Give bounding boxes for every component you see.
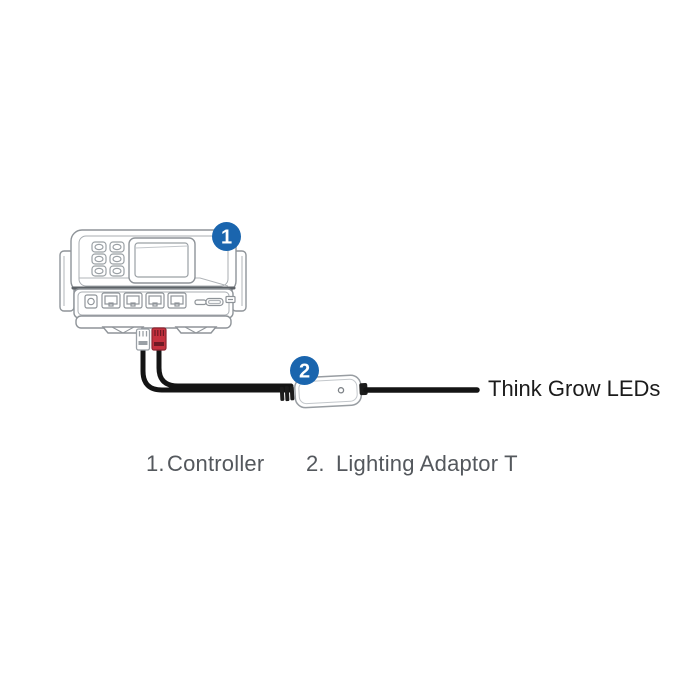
adaptor-body-inner bbox=[298, 378, 358, 405]
cable-white-line bbox=[140, 346, 294, 393]
badge-1-circle bbox=[212, 222, 241, 251]
badge-1-number: 1 bbox=[221, 227, 232, 249]
rj-port-2 bbox=[123, 292, 143, 309]
controller-ports bbox=[84, 292, 236, 309]
badge-2: 2 bbox=[290, 356, 319, 385]
usb-slot bbox=[194, 299, 207, 306]
controller-keypad bbox=[91, 241, 125, 277]
rj-port-1 bbox=[101, 292, 121, 309]
legend-2-label: Lighting Adaptor T bbox=[336, 451, 518, 476]
badge-2-number: 2 bbox=[299, 361, 310, 383]
cable-endpoint-label: Think Grow LEDs bbox=[488, 376, 660, 401]
white-rj-connector bbox=[135, 328, 151, 351]
adaptor-indicator-hole bbox=[337, 387, 345, 394]
controller-face-panel bbox=[78, 235, 229, 287]
mount-tab-right bbox=[174, 326, 218, 334]
controller-base bbox=[75, 315, 232, 334]
card-slot bbox=[205, 297, 224, 307]
badge-1: 1 bbox=[212, 222, 241, 251]
rj-port-4 bbox=[167, 292, 187, 309]
legend-1-label: Controller bbox=[167, 451, 264, 476]
legend-2-number: 2. bbox=[306, 451, 325, 476]
lighting-adaptor-illustration bbox=[279, 374, 368, 409]
controller-screen bbox=[128, 237, 196, 284]
badge-2-circle bbox=[290, 356, 319, 385]
controller-cables bbox=[135, 327, 294, 393]
rj-port-3 bbox=[145, 292, 165, 309]
legend: 1. Controller 2. Lighting Adaptor T bbox=[146, 451, 518, 476]
legend-item-lighting-adaptor: 2. Lighting Adaptor T bbox=[306, 451, 518, 476]
adaptor-strain-relief bbox=[279, 386, 295, 402]
red-rj-connector bbox=[151, 327, 167, 351]
mini-port bbox=[225, 295, 236, 304]
controller-illustration bbox=[59, 229, 247, 334]
cable-red-line bbox=[156, 346, 294, 389]
power-port bbox=[84, 294, 98, 309]
legend-1-number: 1. bbox=[146, 451, 165, 476]
legend-item-controller: 1. Controller bbox=[146, 451, 264, 476]
